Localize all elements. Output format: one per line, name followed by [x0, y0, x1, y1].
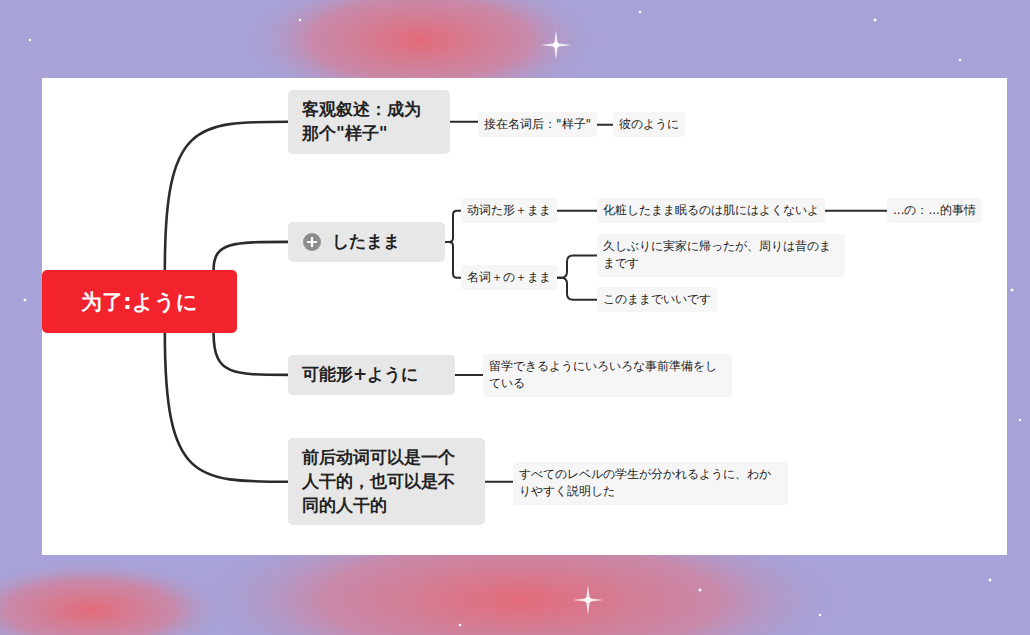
branch-box: したまま [288, 222, 445, 262]
branch-line [214, 242, 288, 270]
branch-box: 可能形+ように [288, 355, 455, 395]
branch-line [557, 255, 597, 277]
branch-line [455, 374, 483, 376]
branch-line [450, 121, 478, 123]
branch-line [165, 122, 288, 270]
node-text: このままでいいです [603, 292, 711, 306]
branch-line [165, 333, 288, 482]
branch-line [557, 278, 597, 300]
example-box: 化粧したまま眠るのは肌にはよくないよ [597, 198, 825, 223]
example-box: 留学できるようにいろいろな事前準備をしている [483, 354, 732, 397]
example-box: 名词＋の＋まま [461, 265, 557, 290]
example-box: 彼のように [613, 112, 685, 137]
node-text: 客观叙述：成为那个"样子" [302, 99, 421, 143]
expand-icon [302, 232, 322, 252]
node-text: 接在名词后："样子" [484, 117, 591, 131]
branch-line [485, 481, 513, 483]
node-text: 可能形+ように [302, 364, 418, 384]
example-box: 动词た形＋まま [461, 198, 557, 223]
node-text: 名词＋の＋まま [467, 270, 551, 284]
branch-line [445, 211, 461, 242]
example-box: 接在名词后："样子" [478, 112, 597, 137]
node-text: 留学できるようにいろいろな事前準備をしている [489, 359, 717, 390]
example-box: すべてのレベルの学生が分かれるように、わかりやすく説明した [513, 462, 788, 505]
node-text: 动词た形＋まま [467, 203, 551, 217]
branch-line [597, 124, 613, 126]
node-text: したまま [332, 230, 400, 254]
example-box: 久しぶりに実家に帰ったが、周りは昔のままです [597, 234, 845, 277]
node-text: 久しぶりに実家に帰ったが、周りは昔のままです [603, 239, 831, 270]
node-text: すべてのレベルの学生が分かれるように、わかりやすく説明した [519, 467, 771, 498]
node-text: 彼のように [619, 117, 679, 131]
root-box: 为了:ように [42, 270, 237, 333]
node-text: 化粧したまま眠るのは肌にはよくないよ [603, 203, 819, 217]
branch-line [825, 210, 887, 212]
branch-line [557, 210, 597, 212]
branch-line [214, 333, 288, 375]
example-box: このままでいいです [597, 287, 717, 312]
node-text: ...の：...的事情 [893, 203, 976, 217]
branch-box: 前后动词可以是一个人干的，也可以是不同的人干的 [288, 438, 485, 525]
node-text: 前后动词可以是一个人干的，也可以是不同的人干的 [302, 447, 455, 515]
example-box: ...の：...的事情 [887, 198, 982, 223]
branch-line [445, 242, 461, 278]
branch-box: 客观叙述：成为那个"样子" [288, 90, 450, 154]
node-text: 为了:ように [81, 288, 197, 316]
